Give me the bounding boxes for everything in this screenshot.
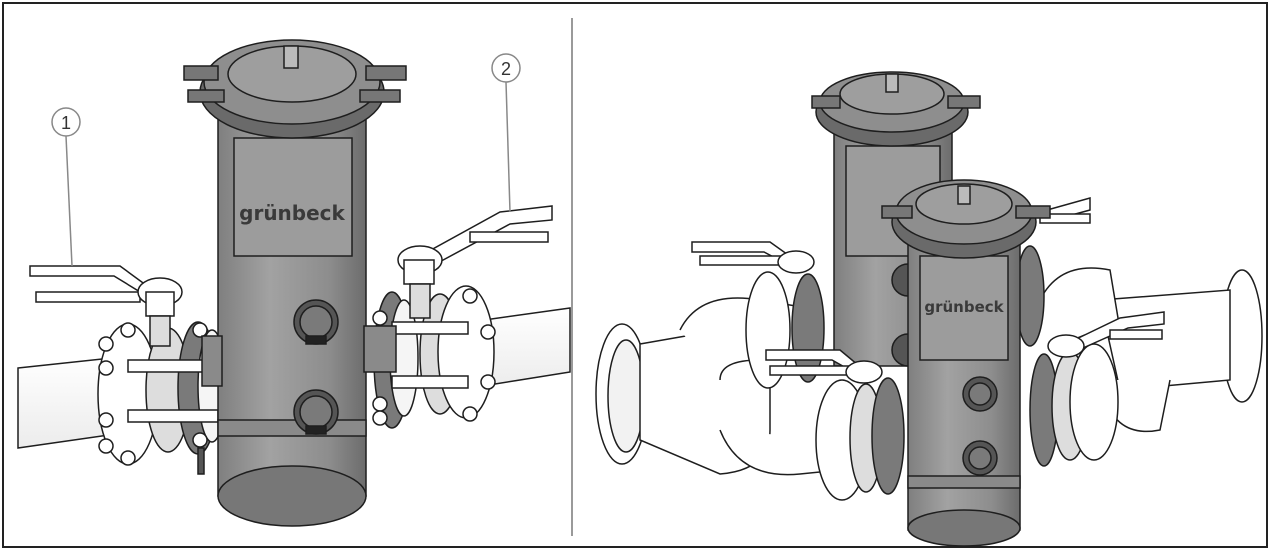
right-view: grünbeck bbox=[595, 71, 1263, 547]
callout-2-label: 2 bbox=[501, 59, 511, 79]
callout-1: 1 bbox=[51, 107, 81, 267]
callout-2: 2 bbox=[491, 53, 521, 213]
brand-label-right: grünbeck bbox=[924, 298, 1004, 316]
valve-handle-2 bbox=[397, 205, 553, 319]
valve-handle-1 bbox=[29, 265, 183, 347]
left-view: grünbeck 1 2 bbox=[17, 39, 571, 527]
brand-label-left: grünbeck bbox=[239, 201, 345, 225]
front-valve-assemblies bbox=[765, 311, 1165, 501]
filter-housing-left bbox=[183, 39, 407, 527]
filter-housing-front bbox=[881, 179, 1051, 547]
outlet-flange-assembly bbox=[372, 285, 496, 429]
callout-1-label: 1 bbox=[61, 113, 71, 133]
